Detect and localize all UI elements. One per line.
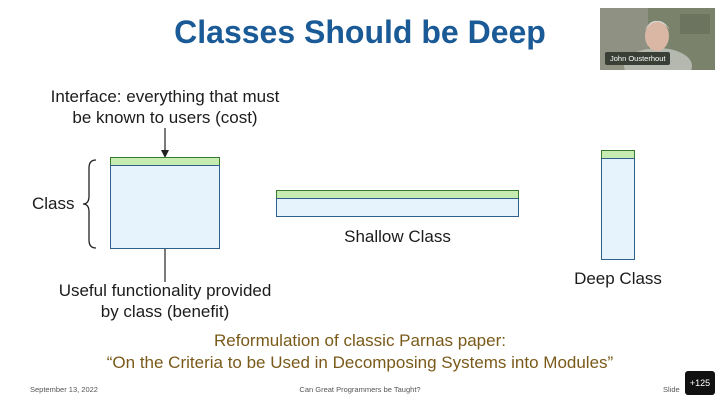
participant-count-badge[interactable]: +125 xyxy=(685,371,715,395)
footer-slide-label: Slide xyxy=(663,385,680,394)
functionality-label: Useful functionality provided by class (… xyxy=(40,280,290,322)
reference-line-1: Reformulation of classic Parnas paper: xyxy=(214,331,506,350)
class-brace xyxy=(82,159,97,249)
deep-class-body xyxy=(601,158,635,260)
class-label: Class xyxy=(32,194,75,213)
slide-title: Classes Should be Deep xyxy=(174,14,546,50)
presenter-name: John Ousterhout xyxy=(610,54,666,63)
footer-talk-title: Can Great Programmers be Taught? xyxy=(299,385,421,394)
functionality-label-line-2: by class (benefit) xyxy=(100,302,230,321)
interface-label: Interface: everything that must be known… xyxy=(40,86,290,128)
interface-label-line-1: Interface: everything that must xyxy=(50,87,280,106)
presenter-name-tag: John Ousterhout xyxy=(605,52,671,65)
footer-date: September 13, 2022 xyxy=(30,385,98,394)
interface-label-line-2: be known to users (cost) xyxy=(72,108,258,127)
interface-arrow xyxy=(161,128,169,158)
video-thumbnail[interactable]: John Ousterhout xyxy=(600,8,715,70)
functionality-label-line-1: Useful functionality provided xyxy=(58,281,272,300)
deep-class-label: Deep Class xyxy=(574,269,662,288)
reference-line-2: “On the Criteria to be Used in Decomposi… xyxy=(106,353,614,372)
shallow-class-label: Shallow Class xyxy=(344,227,451,246)
class-body xyxy=(110,165,220,249)
shallow-class-body xyxy=(276,198,519,217)
